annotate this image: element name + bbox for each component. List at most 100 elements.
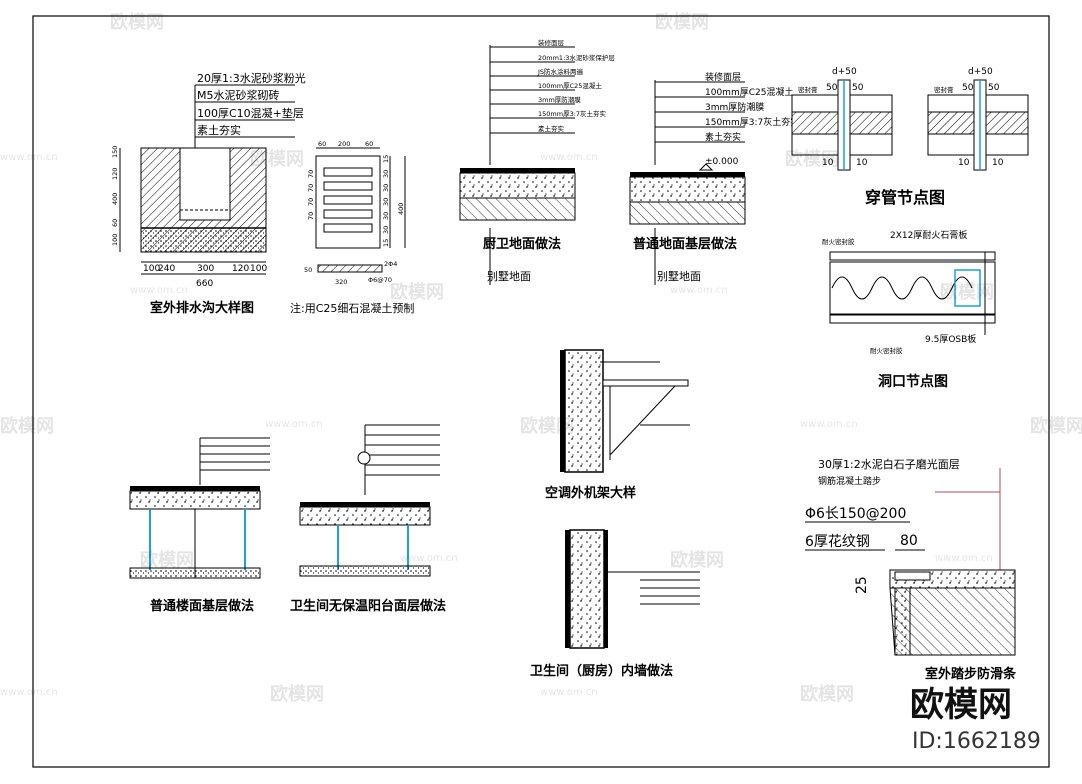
bath-floor-title: 厨卫地面做法 bbox=[483, 236, 561, 252]
opening-tape-2: 耐火密封胶 bbox=[870, 346, 903, 355]
inner-wall-detail: 卫生间（厨房）内墙做法 bbox=[530, 529, 700, 679]
step-note-1: 30厚1:2水泥白石子磨光面层 bbox=[818, 457, 960, 471]
ground-floor-title: 普通地面基层做法 bbox=[633, 236, 737, 252]
drain-dim-total: 660 bbox=[196, 279, 213, 289]
grate-dim-left-1: 70 bbox=[307, 170, 315, 178]
ac-bracket-detail: 空调外机架大样 bbox=[545, 349, 690, 501]
pipe-seal: 密封膏 bbox=[798, 85, 818, 94]
watermark-brand: 欧模网 bbox=[940, 281, 994, 303]
floor-base-detail: 普通楼面基层做法 bbox=[129, 437, 270, 614]
watermark-brand: 欧模网 bbox=[0, 415, 54, 437]
watermark-brand: 欧模网 bbox=[520, 415, 574, 437]
bath-layer-5: 3mm厚防潮膜 bbox=[538, 95, 581, 104]
opening-node-detail: 耐火密封胶 2X12厚耐火石膏板 耐火密封胶 9.5厚OSB板 洞口节点图 bbox=[822, 229, 996, 390]
drain-note-1: 20厚1:3水泥砂浆粉光 bbox=[197, 71, 306, 85]
inner-wall-title: 卫生间（厨房）内墙做法 bbox=[530, 663, 673, 679]
drain-dim-left-3: 400 bbox=[111, 193, 119, 205]
watermark-brand: 欧模网 bbox=[250, 148, 304, 170]
drain-dim-bottom-3: 300 bbox=[197, 264, 214, 274]
opening-osb: 9.5厚OSB板 bbox=[925, 333, 976, 345]
drain-title: 室外排水沟大样图 bbox=[150, 300, 254, 316]
drain-note-2: M5水泥砂浆砌砖 bbox=[197, 88, 280, 102]
pipe-dim-a: 50 bbox=[826, 83, 838, 93]
grate-height: 50 bbox=[304, 266, 312, 274]
grate-dim-right-4: 30 bbox=[382, 198, 390, 206]
opening-tape-1: 耐火密封胶 bbox=[822, 237, 855, 246]
ac-title: 空调外机架大样 bbox=[545, 485, 636, 501]
watermark-brand: 欧模网 bbox=[140, 549, 194, 571]
grate-dim-right-2: 30 bbox=[382, 170, 390, 178]
balcony-detail: 卫生间无保温阳台面层做法 bbox=[290, 424, 446, 614]
watermark-url: www.om.cn bbox=[935, 553, 993, 564]
balcony-title: 卫生间无保温阳台面层做法 bbox=[290, 598, 446, 614]
watermark-brand: 欧模网 bbox=[110, 11, 164, 33]
step-note-2: 钢筋混凝土踏步 bbox=[818, 475, 881, 487]
pipe2-dim-b: 50 bbox=[988, 83, 1000, 93]
drain-dim-bottom-4: 120 bbox=[232, 264, 249, 274]
ground-layer-2: 100mm厚C25混凝土 bbox=[705, 86, 793, 98]
grate-dim-top-1: 60 bbox=[318, 140, 326, 148]
watermark-brand: 欧模网 bbox=[785, 148, 839, 170]
bath-layer-7: 素土夯实 bbox=[538, 124, 565, 133]
ground-layer-4: 150mm厚3:7灰土夯实 bbox=[705, 116, 799, 128]
brand-logo: 欧模网 bbox=[910, 685, 1012, 725]
bath-layer-4: 100mm厚C25混凝土 bbox=[538, 81, 602, 90]
pipe-dim-b: 50 bbox=[852, 83, 864, 93]
grate-bar-2: Φ6@70 bbox=[368, 276, 392, 284]
watermark-brand: 欧模网 bbox=[670, 549, 724, 571]
drain-dim-bottom-1: 100 bbox=[143, 264, 160, 274]
ground-floor-subtitle: 别墅地面 bbox=[657, 270, 701, 283]
bath-floor-detail: 装修面层 20mm1:3水泥砂浆保护层 JS防水涂料两遍 100mm厚C25混凝… bbox=[459, 38, 615, 285]
step-plate: 6厚花纹钢 bbox=[805, 534, 870, 550]
pipe2-dim-a: 50 bbox=[962, 83, 974, 93]
drain-dim-bottom-2: 240 bbox=[158, 264, 175, 274]
floor-base-title: 普通楼面基层做法 bbox=[150, 598, 254, 614]
bath-floor-subtitle: 别墅地面 bbox=[487, 270, 531, 283]
drain-dim-left-2: 120 bbox=[111, 168, 119, 180]
watermark-url: www.om.cn bbox=[540, 687, 598, 698]
grate-bar-1: 2Φ4 bbox=[384, 260, 397, 268]
grate-dim-left-3: 70 bbox=[307, 198, 315, 206]
drain-note-4: 素土夯实 bbox=[197, 123, 241, 137]
watermark-brand: 欧模网 bbox=[390, 281, 444, 303]
step-bar: Φ6长150@200 bbox=[805, 506, 906, 522]
pipe-node-detail: d+50 50 50 密封膏 10 10 d+50 50 50 密封膏 10 1… bbox=[791, 67, 1029, 207]
ground-layer-5: 素土夯实 bbox=[705, 131, 741, 143]
ground-level: ±0.000 bbox=[705, 157, 739, 167]
step-detail: 30厚1:2水泥白石子磨光面层 钢筋混凝土踏步 Φ6长150@200 6厚花纹钢… bbox=[805, 457, 1017, 682]
pipe-dim-bottom-2: 10 bbox=[856, 158, 868, 168]
watermark-url: www.om.cn bbox=[130, 285, 188, 296]
grate-dim-left-2: 70 bbox=[307, 184, 315, 192]
watermark-brand: 欧模网 bbox=[800, 683, 854, 705]
drain-dim-left-1: 150 bbox=[111, 146, 119, 158]
ground-layer-3: 3mm厚防潮膜 bbox=[705, 101, 764, 113]
grate-dim-right-6: 30 bbox=[382, 226, 390, 234]
grate-dim-right-5: 30 bbox=[382, 212, 390, 220]
opening-title: 洞口节点图 bbox=[878, 373, 948, 390]
grate-width: 320 bbox=[335, 278, 347, 286]
drain-detail: 20厚1:3水泥砂浆粉光 M5水泥砂浆砌砖 100厚C10混凝+垫层 素土夯实 … bbox=[111, 71, 306, 316]
grate-dim-right-7: 15 bbox=[382, 239, 390, 247]
watermark-url: www.om.cn bbox=[540, 152, 598, 163]
watermarks: 欧模网 欧模网 欧模网 欧模网 欧模网 欧模网 欧模网 欧模网 欧模网 欧模网 … bbox=[0, 11, 1082, 705]
grate-detail: 60 200 60 15 30 30 30 30 30 15 400 70 70… bbox=[290, 140, 414, 315]
zoom-icon[interactable] bbox=[357, 451, 371, 465]
grate-dim-left-4: 70 bbox=[307, 212, 315, 220]
drain-note-3: 100厚C10混凝+垫层 bbox=[197, 106, 304, 120]
watermark-brand: 欧模网 bbox=[1030, 415, 1082, 437]
pipe2-dim-bottom-1: 10 bbox=[958, 158, 970, 168]
bath-layer-2: 20mm1:3水泥砂浆保护层 bbox=[538, 53, 615, 62]
pipe2-dim-bottom-2: 10 bbox=[992, 158, 1004, 168]
ground-floor-detail: 装修面层 100mm厚C25混凝土 3mm厚防潮膜 150mm厚3:7灰土夯实 … bbox=[629, 71, 799, 285]
watermark-url: www.om.cn bbox=[400, 553, 458, 564]
insulation-wave bbox=[831, 276, 973, 300]
grate-dim-right-3: 30 bbox=[382, 184, 390, 192]
ground-layer-1: 装修面层 bbox=[705, 71, 741, 83]
step-dim-w: 80 bbox=[900, 533, 918, 549]
pipe-title: 穿管节点图 bbox=[865, 188, 945, 207]
bath-layer-1: 装修面层 bbox=[538, 38, 565, 47]
model-id: ID:1662189 bbox=[912, 729, 1041, 754]
grate-dim-right-total: 400 bbox=[397, 203, 405, 215]
step-dim-h: 25 bbox=[854, 576, 870, 594]
